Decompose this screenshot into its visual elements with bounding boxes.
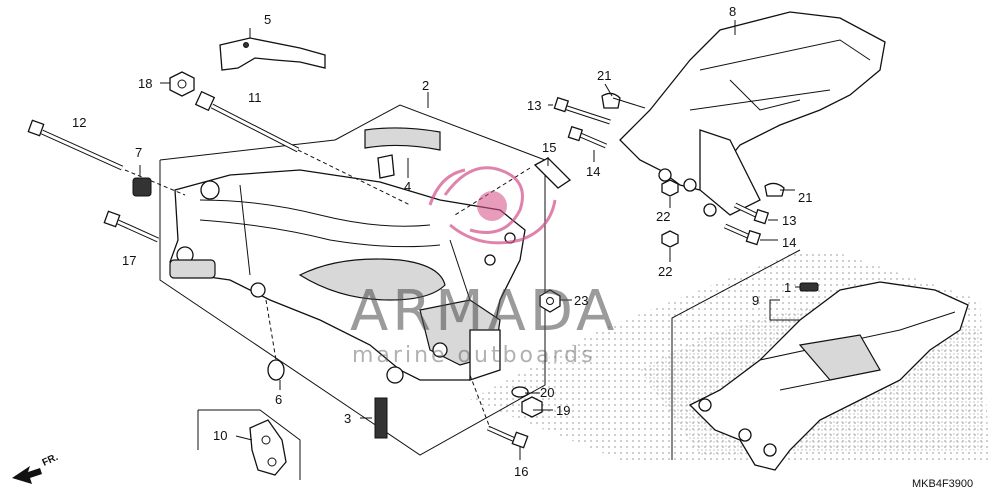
label-part-10: 10 [213,428,227,443]
label-part-21-bottom: 21 [798,190,812,205]
part-17-bolt [103,210,160,243]
label-part-2: 2 [422,78,429,93]
label-part-14-top: 14 [586,164,600,179]
label-part-22-top: 22 [656,209,670,224]
label-part-15: 15 [542,140,556,155]
front-direction-arrow: FR. [12,452,60,484]
direction-label: FR. [41,452,60,469]
diagram-code: MKB4F3900 [912,478,973,490]
label-part-3: 3 [344,411,351,426]
part-8-rear-frame-upper [619,11,886,217]
main-frame [169,169,526,384]
label-part-9: 9 [752,293,759,308]
label-part-11: 11 [248,90,262,105]
label-part-6: 6 [275,392,282,407]
part-19-20-nut-washer [511,386,543,418]
part-3-block [374,397,388,439]
label-part-16: 16 [514,464,528,479]
label-part-1: 1 [784,280,791,295]
part-7-collar [132,177,152,197]
label-part-18: 18 [138,76,152,91]
part-12-bolt [27,119,186,196]
group-outline-rear-frame [197,249,801,480]
label-part-8: 8 [729,4,736,19]
part-6-collar [265,299,285,381]
part-23-nut [539,289,561,313]
part-16-bolt [469,374,529,449]
watermark-logo [428,166,557,245]
label-part-21-top: 21 [597,68,611,83]
group-outline-main-frame [159,104,546,456]
label-part-20: 20 [540,385,554,400]
rear-frame-fasteners [553,92,785,248]
part-18-nut [169,71,195,97]
part-4-pad [364,127,441,179]
watermark-brand: ARMADA [350,279,618,344]
label-part-23: 23 [574,293,588,308]
part-9-rear-frame-assembly [688,281,969,471]
leader-lines [139,20,800,460]
part-5-bracket [219,28,326,71]
label-part-7: 7 [135,145,142,160]
label-part-4: 4 [404,179,411,194]
label-part-13-top: 13 [527,98,541,113]
part-11-bolt [194,90,411,206]
label-part-17: 17 [122,253,136,268]
part-10-bracket [249,419,287,476]
label-part-19: 19 [556,403,570,418]
watermark-tagline: marine outboards [352,343,596,368]
label-part-12: 12 [72,115,86,130]
label-part-14-bottom: 14 [782,235,796,250]
label-part-5: 5 [264,12,271,27]
label-part-22-bottom: 22 [658,264,672,279]
label-part-13-bottom: 13 [782,213,796,228]
